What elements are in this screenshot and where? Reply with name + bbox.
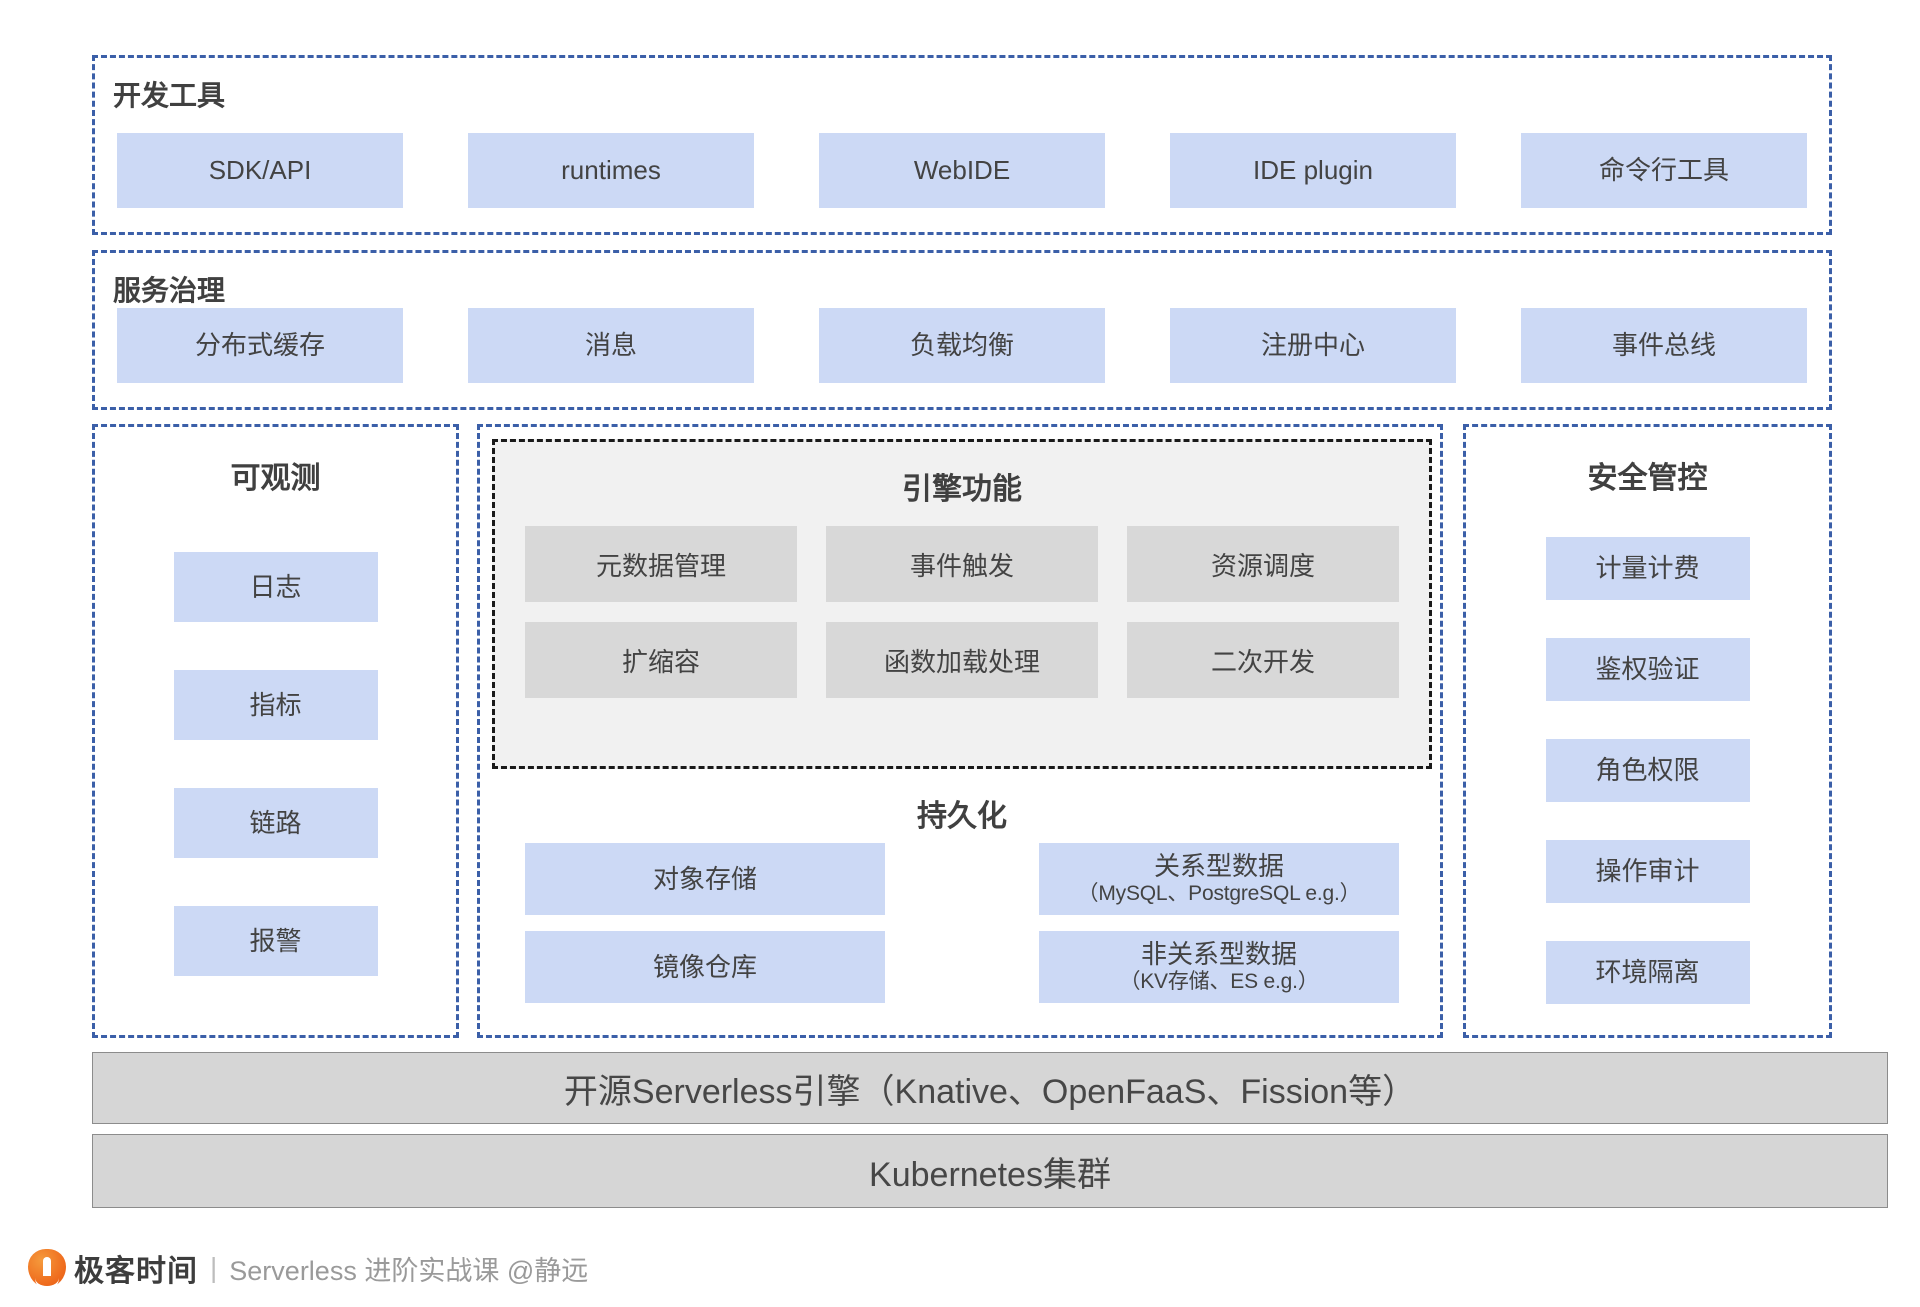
chip-label: IDE plugin: [1253, 155, 1373, 186]
chip-runtimes[interactable]: runtimes: [468, 133, 754, 208]
chip-label: 扩缩容: [621, 646, 700, 677]
chip-label: 角色权限: [1595, 755, 1700, 786]
chip-secondary-development[interactable]: 二次开发: [1127, 622, 1399, 698]
foundation-bar-label: Kubernetes集群: [869, 1155, 1111, 1194]
chip-label: 注册中心: [1260, 330, 1365, 361]
chip-label: 环境隔离: [1595, 957, 1700, 988]
chip-label: 计量计费: [1595, 553, 1700, 584]
chip-label: 非关系型数据: [1140, 939, 1297, 970]
section-engine-and-persistence: 引擎功能 元数据管理 事件触发 资源调度 扩缩容: [477, 424, 1443, 1038]
subsection-engine-functions: 引擎功能 元数据管理 事件触发 资源调度 扩缩容: [492, 439, 1432, 769]
footer-course-title: Serverless 进阶实战课 @静远: [229, 1255, 589, 1286]
chip-operation-audit[interactable]: 操作审计: [1545, 840, 1750, 903]
chip-label: 分布式缓存: [194, 330, 325, 361]
chip-event-trigger[interactable]: 事件触发: [826, 526, 1098, 602]
section-title-observability: 可观测: [230, 462, 321, 495]
chip-object-storage[interactable]: 对象存储: [525, 843, 885, 915]
chip-sdk-api[interactable]: SDK/API: [117, 133, 403, 208]
chip-label: 消息: [584, 330, 637, 361]
chip-role-permission[interactable]: 角色权限: [1545, 739, 1750, 802]
chip-message[interactable]: 消息: [468, 308, 754, 383]
chip-label: 指标: [249, 689, 302, 720]
chip-relational-data[interactable]: 关系型数据 （MySQL、PostgreSQL e.g.）: [1039, 843, 1399, 915]
chip-logs[interactable]: 日志: [173, 552, 378, 622]
chip-tracing[interactable]: 链路: [173, 788, 378, 858]
subsection-title-engine-functions: 引擎功能: [902, 473, 1022, 506]
chip-metadata-management[interactable]: 元数据管理: [525, 526, 797, 602]
section-observability: 可观测 日志 指标 链路 报警: [92, 424, 459, 1038]
section-title-service-governance: 服务治理: [113, 275, 226, 306]
subsection-title-persistence: 持久化: [917, 800, 1007, 833]
chip-distributed-cache[interactable]: 分布式缓存: [117, 308, 403, 383]
chip-label: 负载均衡: [909, 330, 1014, 361]
chip-label: 日志: [249, 571, 302, 602]
chip-image-registry[interactable]: 镜像仓库: [525, 931, 885, 1003]
chip-resource-scheduling[interactable]: 资源调度: [1127, 526, 1399, 602]
chip-environment-isolation[interactable]: 环境隔离: [1545, 941, 1750, 1004]
observability-stack: 日志 指标 链路 报警: [95, 552, 456, 1024]
subsection-persistence: 持久化 对象存储 关系型数据 （MySQL、PostgreSQL e.g.） 镜…: [492, 781, 1432, 1039]
section-service-governance: 服务治理 分布式缓存 消息 负载均衡 注册中心 事件总线: [92, 250, 1832, 410]
chip-label: 函数加载处理: [883, 646, 1040, 677]
persistence-grid: 对象存储 关系型数据 （MySQL、PostgreSQL e.g.） 镜像仓库 …: [525, 843, 1399, 1003]
chip-label: 链路: [249, 807, 302, 838]
chip-label: 对象存储: [652, 863, 757, 894]
foundation-bar-kubernetes-cluster[interactable]: Kubernetes集群: [92, 1134, 1888, 1208]
footer: 极客时间 | Serverless 进阶实战课 @静远: [28, 1246, 588, 1290]
security-stack: 计量计费 鉴权验证 角色权限 操作审计 环境隔离: [1466, 537, 1829, 1042]
chip-webide[interactable]: WebIDE: [819, 133, 1105, 208]
chip-scaling[interactable]: 扩缩容: [525, 622, 797, 698]
chip-registry-center[interactable]: 注册中心: [1170, 308, 1456, 383]
chip-label: SDK/API: [208, 155, 312, 186]
geek-time-pin-logo-icon: [28, 1249, 66, 1290]
chip-load-balance[interactable]: 负载均衡: [819, 308, 1105, 383]
chip-function-load-handling[interactable]: 函数加载处理: [826, 622, 1098, 698]
chip-label: 命令行工具: [1598, 155, 1729, 186]
chip-cli-tool[interactable]: 命令行工具: [1521, 133, 1807, 208]
persistence-row: 镜像仓库 非关系型数据 （KV存储、ES e.g.）: [525, 931, 1399, 1003]
footer-separator: |: [210, 1252, 218, 1283]
chip-label: 二次开发: [1210, 646, 1315, 677]
chip-sublabel: （MySQL、PostgreSQL e.g.）: [1077, 881, 1361, 905]
foundation-bar-serverless-engine[interactable]: 开源Serverless引擎（Knative、OpenFaaS、Fission等…: [92, 1052, 1888, 1124]
service-governance-row: 分布式缓存 消息 负载均衡 注册中心 事件总线: [117, 308, 1807, 383]
engine-functions-row: 元数据管理 事件触发 资源调度: [525, 526, 1399, 602]
chip-ide-plugin[interactable]: IDE plugin: [1170, 133, 1456, 208]
footer-brand: 极客时间: [74, 1255, 198, 1288]
dev-tools-row: SDK/API runtimes WebIDE IDE plugin 命令行工具: [117, 133, 1807, 208]
section-title-security-control: 安全管控: [1587, 462, 1708, 495]
chip-label: 事件触发: [909, 550, 1014, 581]
chip-sublabel: （KV存储、ES e.g.）: [1119, 969, 1319, 993]
section-title-dev-tools: 开发工具: [113, 80, 226, 111]
chip-authentication[interactable]: 鉴权验证: [1545, 638, 1750, 701]
section-security-control: 安全管控 计量计费 鉴权验证 角色权限 操作审计 环境隔离: [1463, 424, 1832, 1038]
chip-label: runtimes: [561, 155, 661, 186]
section-dev-tools: 开发工具 SDK/API runtimes WebIDE IDE plugin …: [92, 55, 1832, 235]
chip-non-relational-data[interactable]: 非关系型数据 （KV存储、ES e.g.）: [1039, 931, 1399, 1003]
chip-label: 操作审计: [1595, 856, 1700, 887]
foundation-bar-label: 开源Serverless引擎（Knative、OpenFaaS、Fission等…: [563, 1072, 1417, 1111]
engine-functions-row: 扩缩容 函数加载处理 二次开发: [525, 622, 1399, 698]
chip-label: WebIDE: [913, 155, 1011, 186]
chip-label: 镜像仓库: [652, 951, 757, 982]
chip-metrics[interactable]: 指标: [173, 670, 378, 740]
persistence-row: 对象存储 关系型数据 （MySQL、PostgreSQL e.g.）: [525, 843, 1399, 915]
engine-functions-grid: 元数据管理 事件触发 资源调度 扩缩容 函数加载处理: [525, 526, 1399, 698]
chip-event-bus[interactable]: 事件总线: [1521, 308, 1807, 383]
chip-label: 关系型数据: [1153, 851, 1284, 882]
chip-label: 事件总线: [1611, 330, 1716, 361]
chip-alerting[interactable]: 报警: [173, 906, 378, 976]
chip-label: 鉴权验证: [1595, 654, 1700, 685]
chip-label: 元数据管理: [595, 550, 726, 581]
chip-label: 资源调度: [1210, 550, 1315, 581]
chip-metering-billing[interactable]: 计量计费: [1545, 537, 1750, 600]
chip-label: 报警: [249, 925, 302, 956]
